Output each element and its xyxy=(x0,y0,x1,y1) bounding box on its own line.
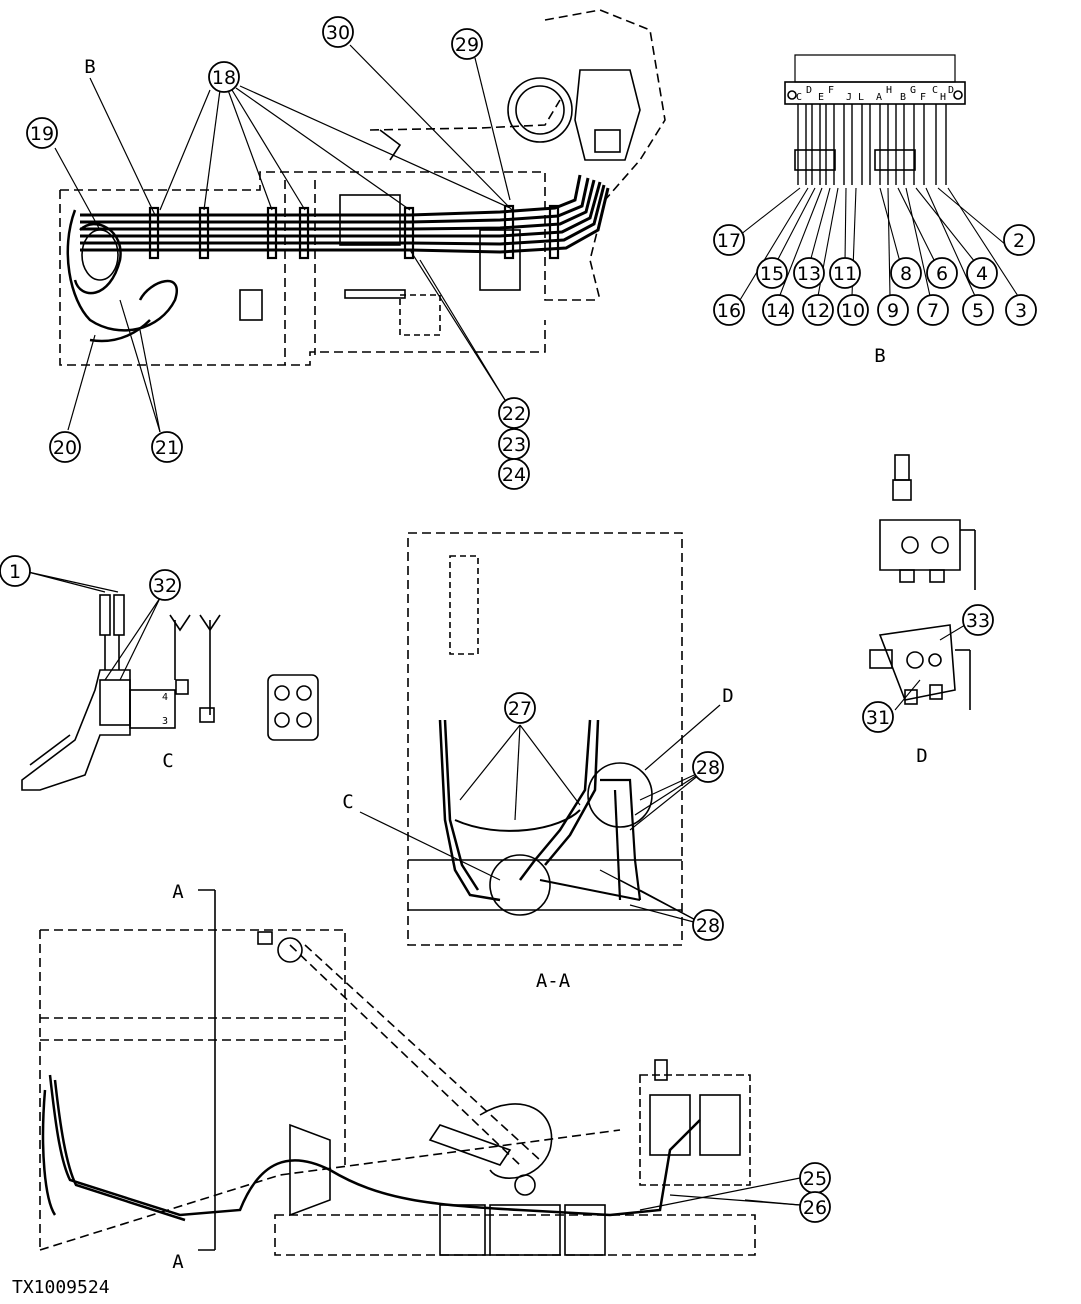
pin-letter: F xyxy=(920,92,926,103)
callout-29: 29 xyxy=(455,34,479,56)
callout-31: 31 xyxy=(866,707,890,729)
callout-14: 14 xyxy=(766,300,790,322)
pin-letter: C xyxy=(796,92,802,103)
detail-b-caption: B xyxy=(874,345,885,367)
callout-18: 18 xyxy=(212,67,236,89)
callout-30: 30 xyxy=(326,22,350,44)
pin-letter: F xyxy=(828,85,834,96)
callout-1: 1 xyxy=(9,561,21,583)
detail-d-valve xyxy=(869,454,976,711)
callout-26: 26 xyxy=(803,1197,827,1219)
section-a-a-caption: A-A xyxy=(536,970,571,992)
callout-20: 20 xyxy=(53,437,77,459)
terminal-3: 3 xyxy=(162,716,168,727)
terminal-4: 4 xyxy=(162,692,168,703)
pin-letter: J xyxy=(846,92,852,103)
detail-b-connector-block xyxy=(739,54,1019,301)
callout-23: 23 xyxy=(502,434,526,456)
pin-letter: H xyxy=(940,92,946,103)
callout-16: 16 xyxy=(717,300,741,322)
terminal-labels: 4 3 xyxy=(162,692,168,727)
connector-letters: C D E F J L A H B G F C H D xyxy=(796,85,954,103)
pin-letter: D xyxy=(806,85,812,96)
pin-letter: L xyxy=(858,92,864,103)
detail-c-caption: C xyxy=(162,750,173,772)
callout-12: 12 xyxy=(806,300,830,322)
pin-letter: G xyxy=(910,85,916,96)
callout-15: 15 xyxy=(760,263,784,285)
pin-letter: E xyxy=(818,92,824,103)
pin-letter: A xyxy=(876,92,882,103)
callout-17: 17 xyxy=(717,230,741,252)
detail-d-caption: D xyxy=(916,745,927,767)
pin-letter: C xyxy=(932,85,938,96)
callout-24: 24 xyxy=(502,464,526,486)
callout-25: 25 xyxy=(803,1168,827,1190)
callout-circles xyxy=(0,16,1037,1223)
view-labels: B B C C D D A A A-A xyxy=(84,56,927,1273)
callout-7: 7 xyxy=(927,300,939,322)
callout-22: 22 xyxy=(502,403,526,425)
detail-c-reference: C xyxy=(342,791,353,813)
figure-id: TX1009524 xyxy=(12,1277,110,1298)
callout-19: 19 xyxy=(30,123,54,145)
callout-11: 11 xyxy=(833,263,857,285)
section-marker-top: A xyxy=(172,881,184,903)
section-marker-bottom: A xyxy=(172,1251,184,1273)
callout-3: 3 xyxy=(1015,300,1027,322)
callout-8: 8 xyxy=(900,263,912,285)
pin-letter: H xyxy=(886,85,892,96)
detail-d-reference: D xyxy=(722,685,733,707)
callout-27: 27 xyxy=(508,698,532,720)
pin-letter: B xyxy=(900,92,906,103)
callout-2: 2 xyxy=(1013,230,1025,252)
callout-9: 9 xyxy=(887,300,899,322)
side-view-machine xyxy=(39,889,801,1256)
callout-33: 33 xyxy=(966,610,990,632)
section-a-a xyxy=(359,532,721,946)
callout-28-upper: 28 xyxy=(696,757,720,779)
callout-6: 6 xyxy=(936,263,948,285)
callout-4: 4 xyxy=(976,263,988,285)
callout-32: 32 xyxy=(153,575,177,597)
pin-letter: D xyxy=(948,85,954,96)
detail-b-reference: B xyxy=(84,56,95,78)
callout-21: 21 xyxy=(155,437,179,459)
callout-28-lower: 28 xyxy=(696,915,720,937)
main-harness-view xyxy=(59,9,666,366)
callout-5: 5 xyxy=(972,300,984,322)
detail-c-switch xyxy=(21,571,319,791)
callout-labels: 30 29 18 19 20 21 22 23 24 17 16 15 14 1… xyxy=(9,22,1027,1219)
top-leader-lines xyxy=(54,44,513,433)
callout-13: 13 xyxy=(797,263,821,285)
callout-10: 10 xyxy=(841,300,865,322)
